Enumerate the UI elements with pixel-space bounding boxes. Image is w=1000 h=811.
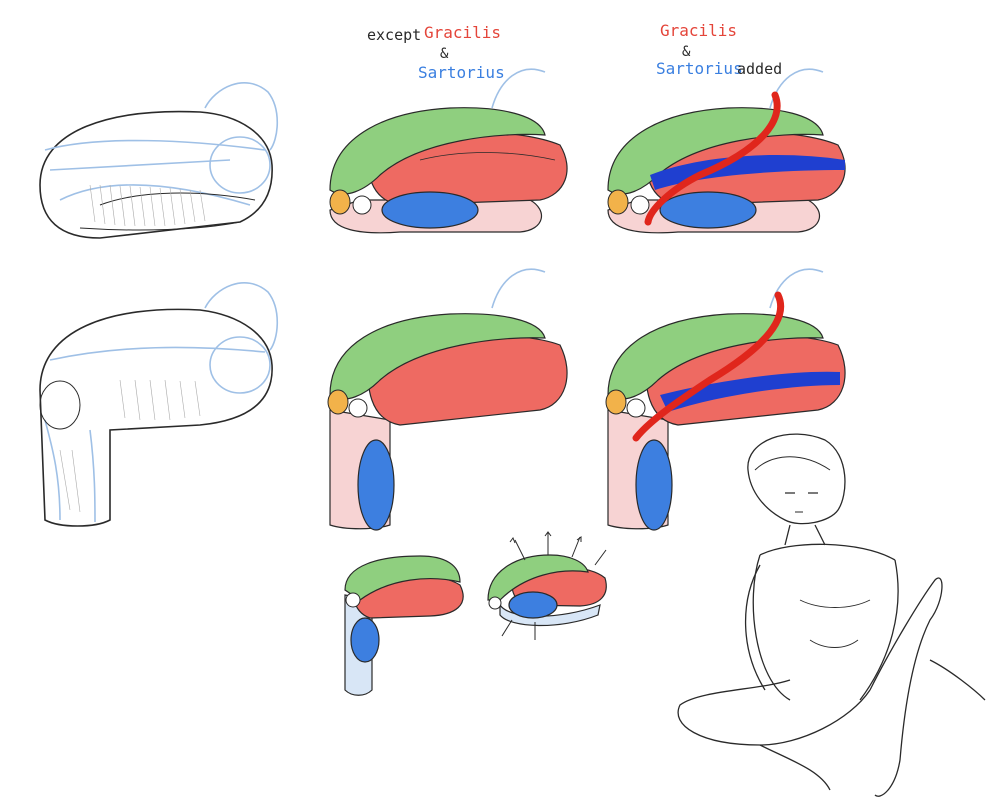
label-amp-right: & [682, 44, 691, 60]
label-sartorius-middle: Sartorius [418, 63, 505, 82]
label-except-group: except Gracilis & Sartorius [367, 23, 505, 82]
muscle-thigh-straight-full [607, 68, 846, 234]
expansion-arrows [501, 531, 607, 640]
seated-figure-sketch [677, 433, 986, 797]
label-except: except [367, 26, 421, 44]
sketch-hatching-1 [89, 184, 206, 227]
muscle-thigh-straight-basic [329, 68, 568, 234]
sketch-thigh-bent [39, 282, 279, 527]
sartorius-muscle [650, 155, 845, 190]
label-sartorius-right: Sartorius [656, 59, 743, 78]
label-amp-middle: & [440, 46, 449, 62]
gracilis-muscle [632, 291, 785, 442]
sketch-hatching-2 [59, 379, 201, 513]
label-gracilis-middle: Gracilis [424, 23, 501, 42]
gracilis-muscle [644, 91, 781, 226]
mini-thigh-straight-expanding [487, 531, 607, 640]
label-gracilis-right: Gracilis [660, 21, 737, 40]
label-added-group: Gracilis & Sartorius added [656, 21, 782, 78]
muscle-thigh-bent-full [605, 268, 846, 531]
mini-thigh-bent [344, 555, 464, 696]
sartorius-muscle [660, 371, 840, 412]
sketch-thigh-straight [39, 82, 279, 239]
label-added: added [737, 60, 782, 78]
muscle-thigh-bent-basic [327, 268, 568, 531]
